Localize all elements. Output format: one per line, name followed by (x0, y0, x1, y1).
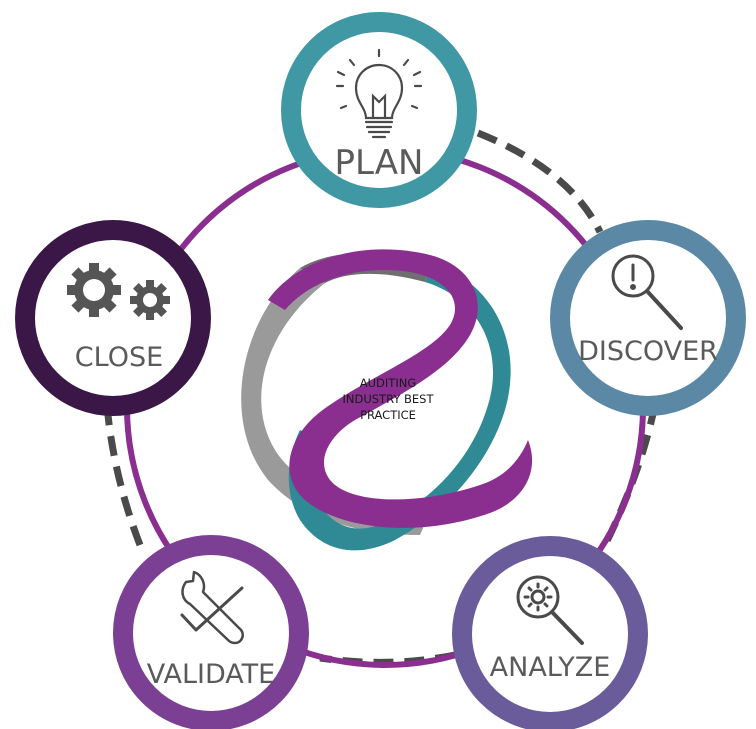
stage-close-label: CLOSE (75, 342, 163, 373)
stage-close[interactable]: CLOSE (15, 220, 211, 416)
lightbulb-icon (335, 48, 423, 139)
center-title-line-3: PRACTICE (360, 408, 416, 422)
stage-close-ring (15, 220, 211, 416)
stage-analyze[interactable]: ANALYZE (452, 536, 648, 729)
stage-plan-label: PLAN (335, 143, 424, 183)
stage-discover[interactable]: DISCOVER (550, 220, 746, 416)
magnifier-exclamation-icon (611, 254, 683, 330)
center-title-line-1: AUDITING (360, 376, 416, 390)
center-ribbon-logo: AUDITING INDUSTRY BEST PRACTICE (241, 249, 533, 551)
magnifier-gear-icon (516, 575, 584, 645)
gears-icon (67, 263, 170, 320)
center-title-line-2: INDUSTRY BEST (342, 392, 434, 406)
dashed-arc-plan-discover (476, 129, 604, 234)
stage-validate-ring (113, 535, 309, 729)
stage-discover-label: DISCOVER (578, 336, 718, 367)
stage-validate[interactable]: VALIDATE (113, 535, 309, 729)
stage-analyze-label: ANALYZE (490, 652, 611, 683)
ribbon-grey (241, 268, 430, 535)
stage-plan-ring (281, 12, 477, 208)
dashed-arc-validate-close (104, 414, 144, 547)
stage-analyze-ring (452, 536, 648, 729)
ribbon-purple (268, 249, 533, 528)
ribbon-teal (288, 262, 511, 551)
stage-validate-label: VALIDATE (147, 659, 275, 690)
stage-discover-ring (550, 220, 746, 416)
stage-plan[interactable]: PLAN (281, 12, 477, 208)
wrench-check-icon (180, 570, 244, 645)
